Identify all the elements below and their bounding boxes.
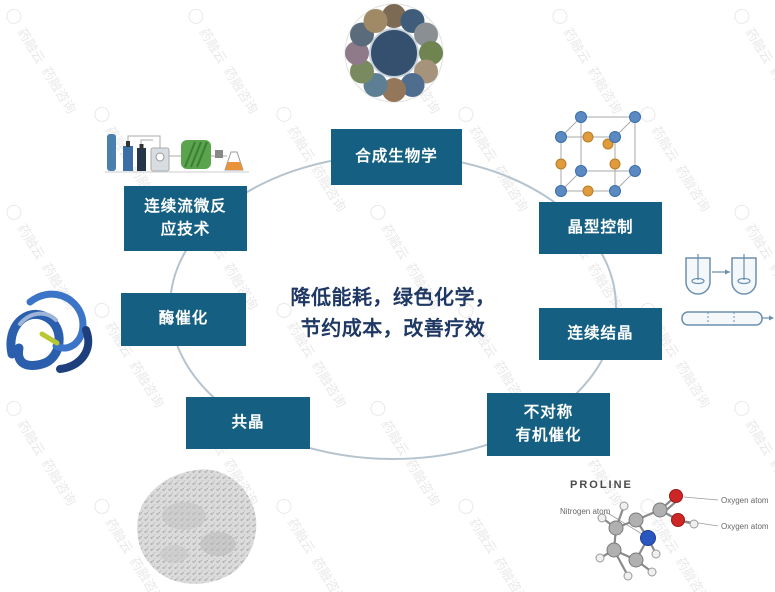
crystal-lattice-illustration [555, 111, 641, 197]
oxygen-atom-1 [669, 489, 683, 503]
node-enzyme-catalysis: 酶催化 [121, 293, 246, 346]
node-label: 酶催化 [158, 310, 209, 328]
node-label: 连续结晶 [567, 324, 634, 342]
back-pressure-regulator [215, 150, 223, 158]
node-continuous-crystallization: 连续结晶 [539, 308, 662, 360]
node-label: 晶型控制 [567, 218, 634, 236]
flow-chemistry-illustration [105, 134, 249, 173]
gas-cylinder [107, 134, 116, 171]
node-label: 连续流微反 应技术 [144, 198, 227, 238]
lattice-orange-atoms [555, 131, 621, 197]
reagent-bottle [123, 146, 133, 171]
nitrogen-atom [640, 530, 656, 546]
protein-ribbon-illustration [6, 290, 93, 373]
node-crystal-form-control: 晶型控制 [539, 202, 662, 254]
node-label: 合成生物学 [355, 147, 438, 165]
hydrogen-atoms [595, 501, 699, 581]
center-message-line2: 节约成本，改善疗效 [300, 318, 486, 340]
powder-micrograph-illustration [137, 469, 257, 584]
reagent-bottle-dark [137, 148, 146, 171]
proline-molecule-illustration: PROLINE Nitrogen atom Oxygen atom Oxygen… [560, 479, 769, 581]
proline-title: PROLINE [570, 479, 633, 491]
center-message: 降低能耗，绿色化学， 节约成本，改善疗效 [228, 283, 558, 345]
wheel-center [369, 28, 419, 78]
lattice-blue-atoms [555, 111, 641, 197]
wheel-segments [345, 4, 443, 102]
oxygen-atom-2 [671, 513, 685, 527]
node-cocrystal: 共晶 [186, 397, 310, 449]
node-label: 不对称 有机催化 [515, 404, 582, 444]
node-label: 共晶 [231, 413, 265, 431]
synthetic-biology-wheel-illustration [344, 3, 444, 103]
node-synthetic-biology: 合成生物学 [331, 129, 462, 185]
oxygen-atom-label-1: Oxygen atom [721, 496, 769, 505]
carbon-atoms [606, 502, 668, 568]
oxygen-atom-label-2: Oxygen atom [721, 522, 769, 531]
continuous-crystallizer-illustration [681, 254, 774, 326]
node-continuous-flow-microreaction: 连续流微反 应技术 [124, 186, 247, 251]
segmented-flow-reactor [681, 311, 763, 326]
node-asymmetric-organic-catalysis: 不对称 有机催化 [487, 393, 610, 456]
nitrogen-atom-label: Nitrogen atom [560, 507, 611, 516]
center-message-line1: 降低能耗，绿色化学， [290, 287, 496, 309]
